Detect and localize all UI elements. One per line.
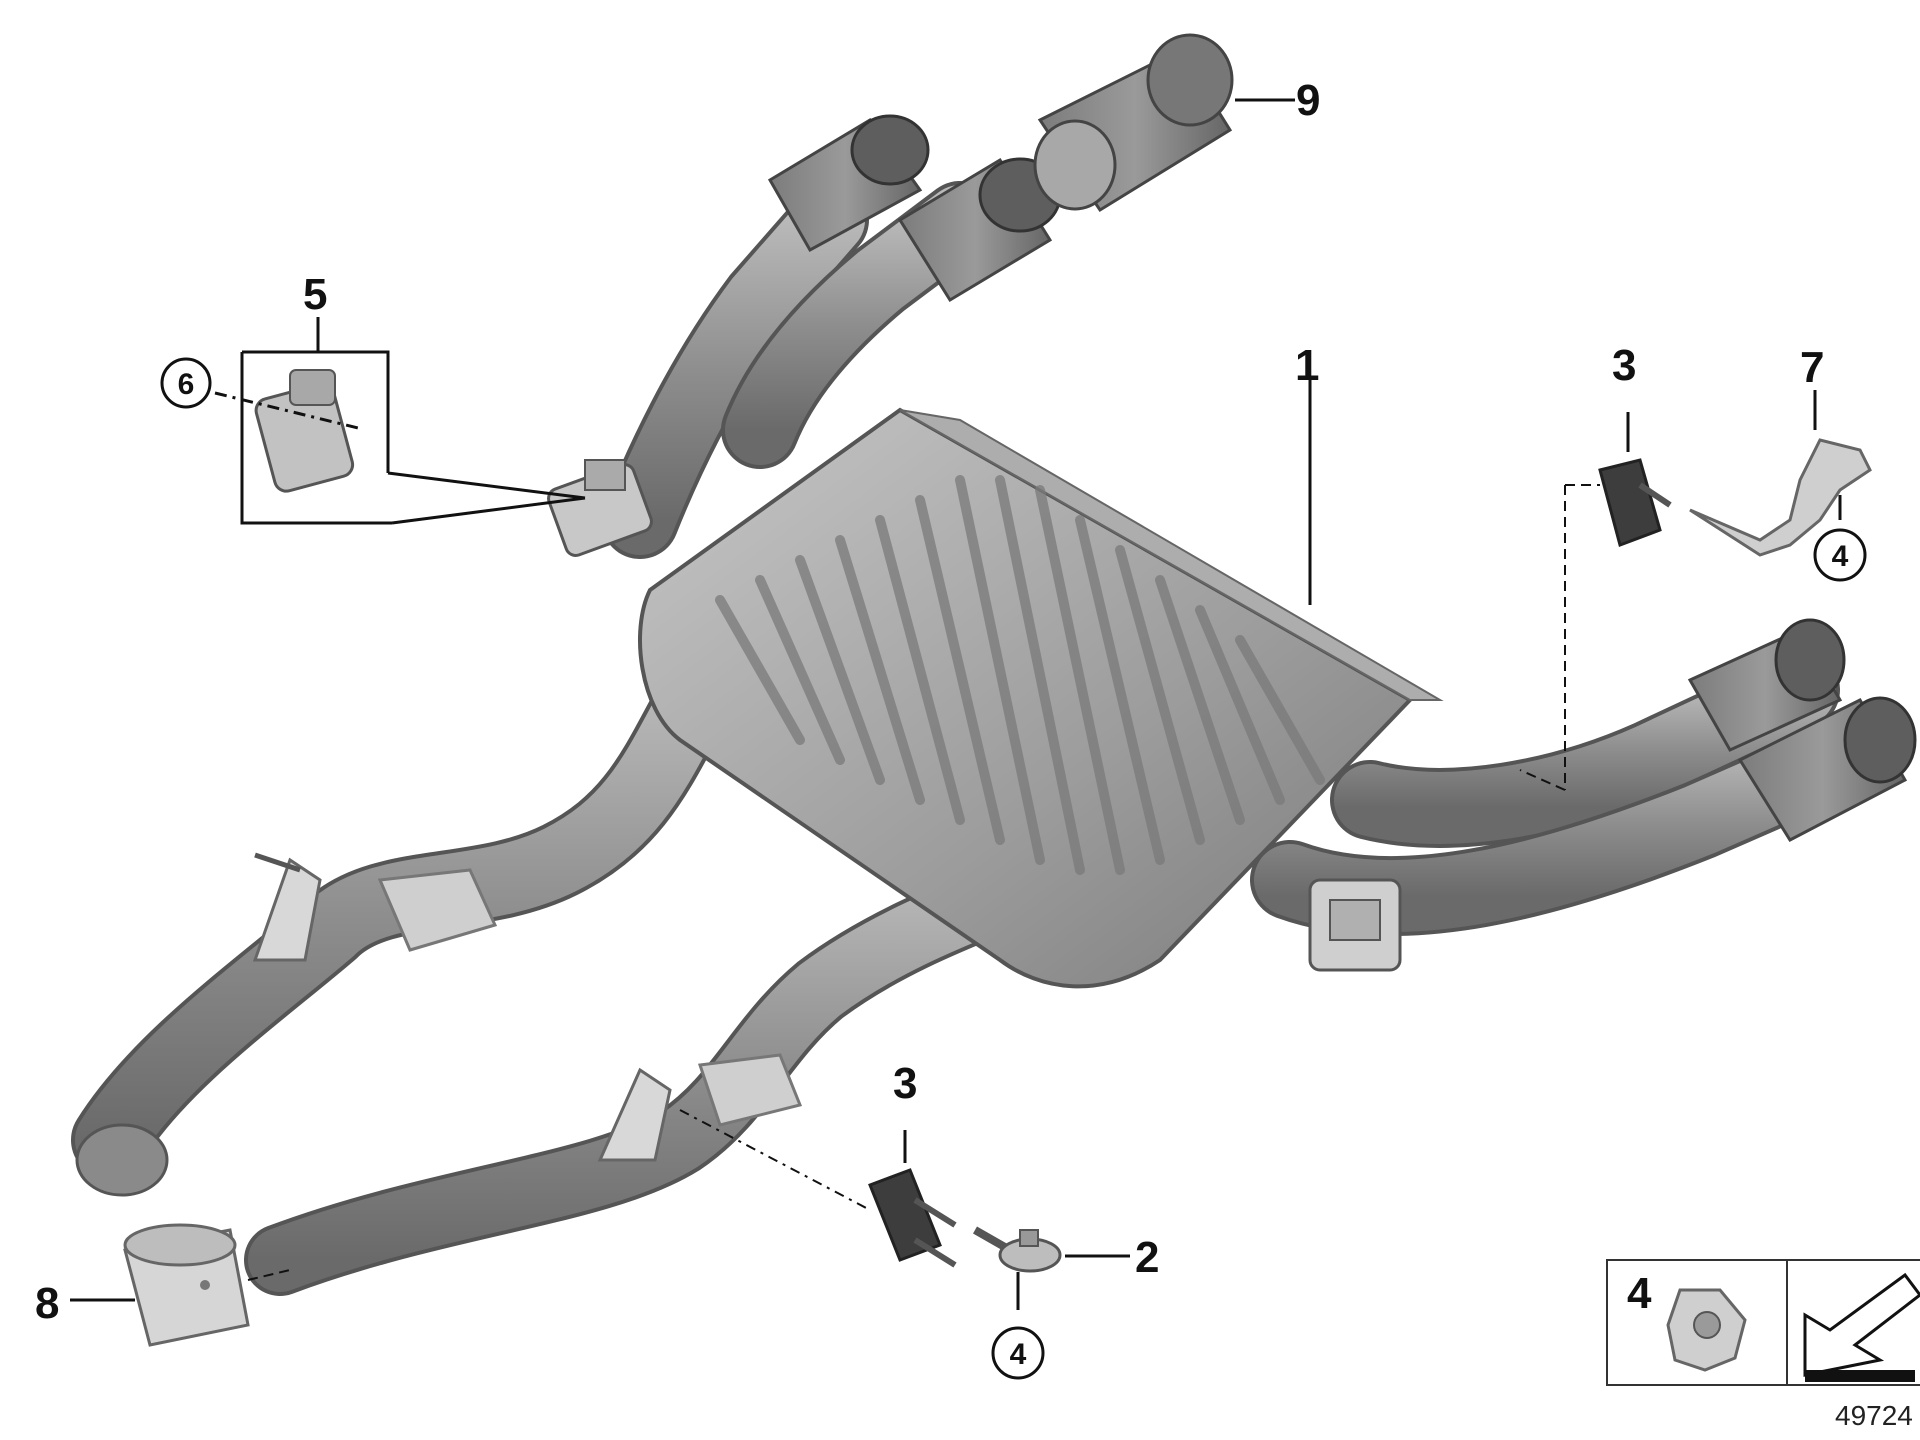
flange-nut-icon: [1666, 1288, 1747, 1372]
pipe-clamp-part-8: [123, 1223, 250, 1347]
callout-2: 2: [1135, 1233, 1159, 1282]
bolt-part-2: [973, 1226, 1062, 1273]
upper-left-tip-1: [767, 114, 930, 253]
rubber-mount-lower: [868, 1168, 957, 1268]
flap-actuator-right: [1308, 878, 1402, 972]
callout-3-upper: 3: [1612, 341, 1636, 390]
rear-muffler: [638, 407, 1444, 989]
direction-arrow-icon: [1803, 1272, 1920, 1382]
right-pipe-bracket: [597, 1067, 672, 1162]
circled-callout-6: 6: [160, 357, 212, 409]
circled-callout-4-upper: 4: [1813, 528, 1867, 582]
circled-callout-4-lower: 4: [991, 1326, 1045, 1380]
callout-5: 5: [303, 270, 327, 319]
legend-box: 4: [1606, 1259, 1920, 1386]
callout-8: 8: [35, 1279, 59, 1328]
part-5-detail-box: [214, 317, 586, 525]
right-tip-2: [1737, 696, 1917, 842]
left-front-pipe: [71, 651, 739, 1197]
diagram-id: 49724: [1835, 1400, 1913, 1431]
legend-item-4: 4: [1627, 1269, 1652, 1318]
callout-7: 7: [1800, 343, 1824, 392]
callout-1: 1: [1295, 341, 1319, 390]
callout-3-lower: 3: [893, 1059, 917, 1108]
upper-left-tailpipe-assembly: [601, 114, 1062, 559]
svg-text:4: 4: [1832, 540, 1849, 573]
right-front-pipe: [244, 844, 1076, 1296]
right-tip-1: [1687, 618, 1846, 752]
flap-actuator-left: [547, 459, 653, 557]
right-tailpipe-assembly: [1250, 618, 1917, 937]
svg-text:4: 4: [1010, 1338, 1027, 1371]
callout-9: 9: [1296, 76, 1320, 125]
exhaust-tip-part: [1033, 33, 1234, 213]
upper-left-tip-2: [897, 157, 1062, 303]
svg-text:6: 6: [178, 368, 195, 401]
rubber-mount-upper: [1598, 458, 1672, 547]
left-pipe-bracket: [252, 852, 322, 962]
bracket-part-7: [1689, 438, 1872, 557]
